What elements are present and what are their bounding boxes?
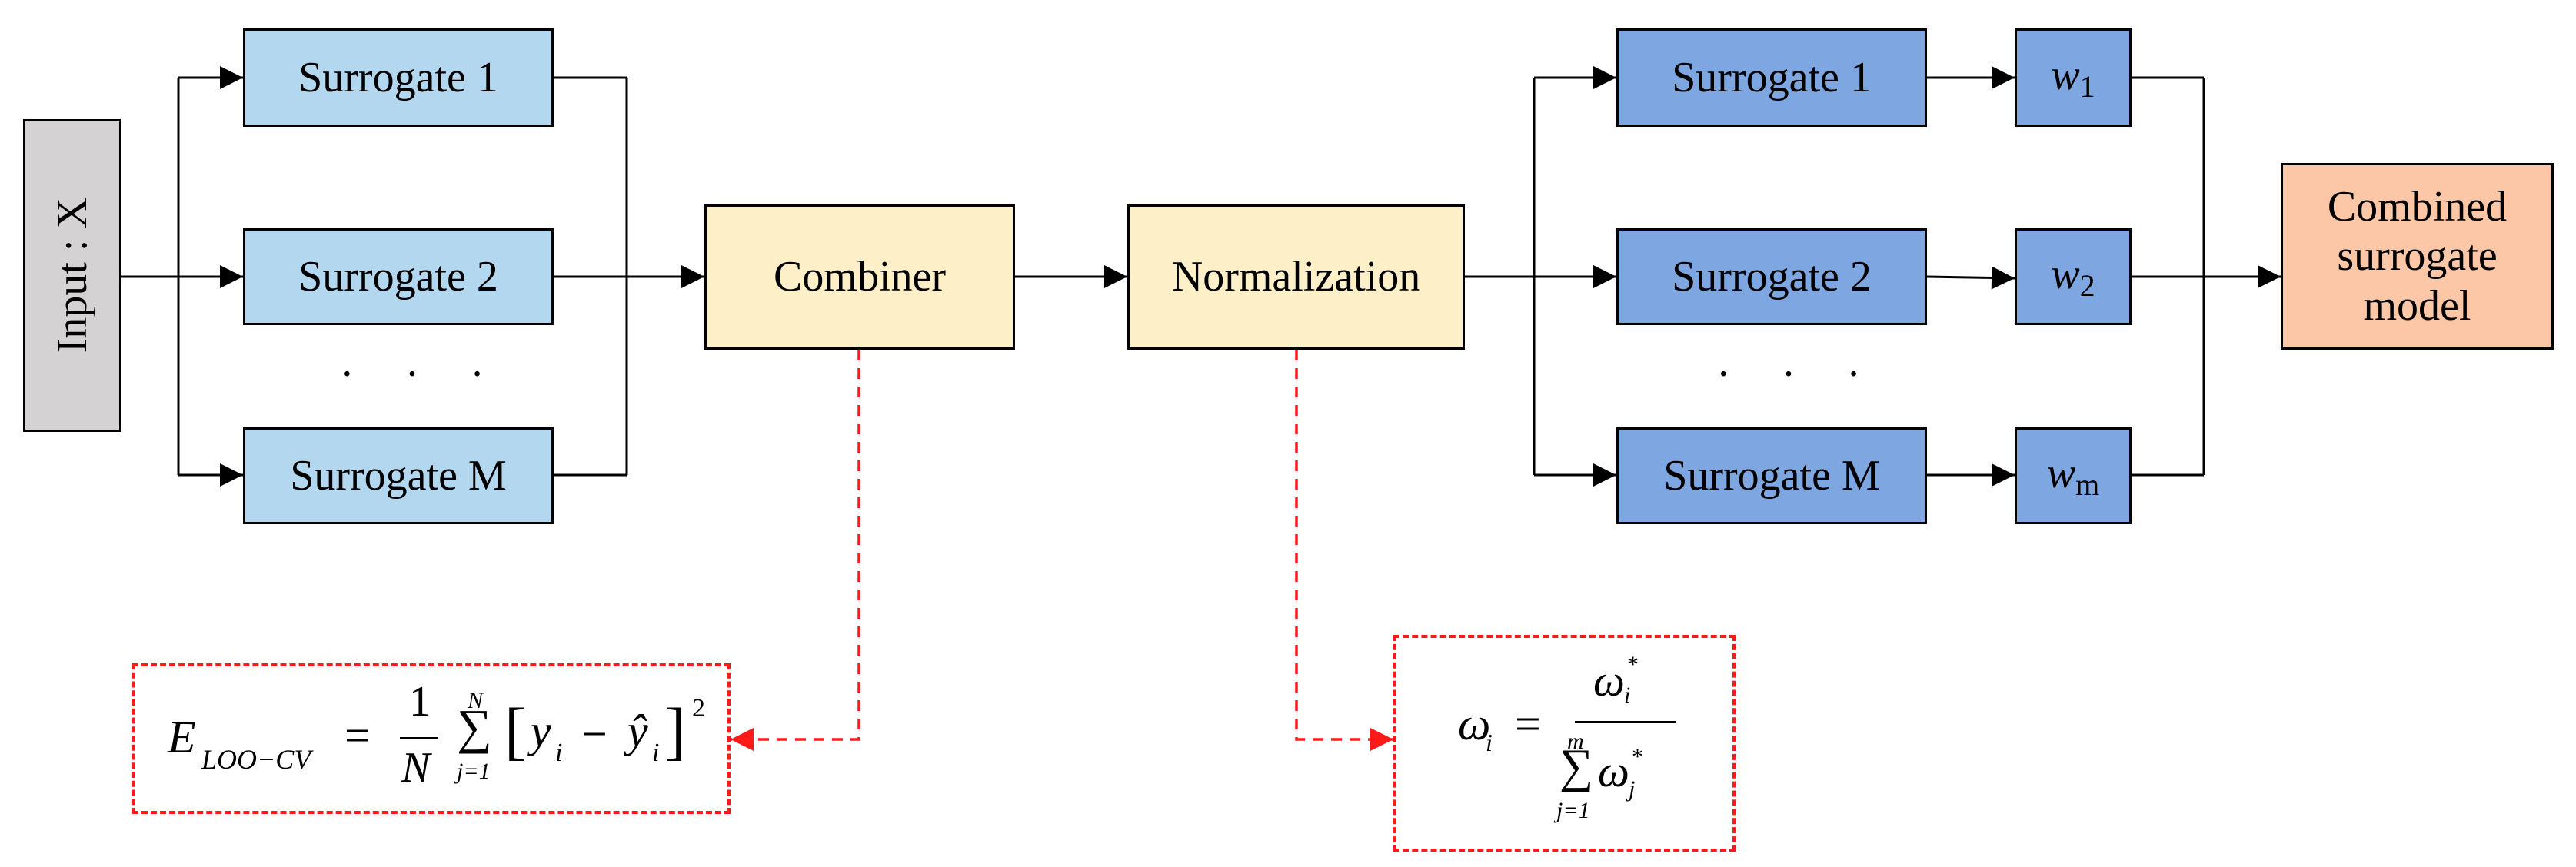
loo-bracket-close: ] [664,696,686,767]
stage2-surrogate-m: Surrogate M [1616,427,1927,524]
stage1-ellipsis: · · · [340,350,504,398]
loo-yhat-sub: i [652,739,660,767]
loo-lhs: E [168,712,196,762]
stage2-surrogate-1-label: Surrogate 1 [1672,53,1872,101]
loo-y-sub: i [555,739,563,767]
stage2-ellipsis: · · · [1716,350,1881,398]
weight-m-sub: m [2075,467,2100,502]
weight-2-sub: 2 [2079,268,2095,303]
stage1-surrogate-m: Surrogate M [243,427,554,524]
loo-frac-den: N [401,744,431,792]
loo-minus: − [581,709,607,759]
norm-sum-upper: m [1567,729,1584,754]
input-label: Input : X [48,198,96,354]
stage1-surrogate-1: Surrogate 1 [243,28,554,127]
norm-sum-lower: j=1 [1556,798,1590,823]
weight-2-symbol: w [2051,251,2080,298]
weight-2: w2 [2015,228,2132,325]
stage1-surrogate-1-label: Surrogate 1 [298,53,498,101]
stage2-surrogate-2-label: Surrogate 2 [1672,252,1872,301]
norm-frac-bar [1575,721,1676,723]
norm-den-sub: j [1629,776,1636,802]
loo-lhs-sub: LOO−CV [201,744,311,775]
loo-power: 2 [692,694,705,722]
loo-equals: = [344,710,371,761]
weight-m-symbol: w [2046,450,2076,497]
loo-frac-num: 1 [409,678,431,726]
norm-lhs-sub: i [1486,729,1493,756]
dashed-link-combiner [731,350,860,751]
norm-sum-symbol: ∑ [1559,740,1594,792]
loo-yhat: ŷ [627,706,648,756]
weight-1-symbol: w [2051,51,2080,99]
stage2-surrogate-m-label: Surrogate M [1663,451,1880,500]
input-box: Input : X [23,119,121,432]
combined-surrogate-box: Combined surrogate model [2281,163,2554,350]
stage1-surrogate-m-label: Surrogate M [290,451,507,500]
formula-loo-cv: E LOO−CV = 1 N N ∑ j=1 [ y i − ŷ i ] 2 [132,663,731,814]
stage2-surrogate-2: Surrogate 2 [1616,228,1927,325]
combined-surrogate-label: Combined surrogate model [2327,182,2508,330]
normalization-label: Normalization [1171,253,1421,301]
dashed-link-normalization [1295,350,1393,751]
loo-frac-bar [400,737,438,739]
loo-sum-lower: j=1 [457,759,491,784]
loo-y: y [531,706,551,756]
weight-1-sub: 1 [2079,69,2095,104]
norm-den-sup: * [1632,744,1643,769]
combiner-box: Combiner [704,204,1015,350]
loo-bracket-open: [ [504,696,526,767]
norm-num: ω [1593,656,1625,706]
weight-1: w1 [2015,28,2132,127]
stage1-surrogate-2: Surrogate 2 [243,228,554,325]
stage2-surrogate-1: Surrogate 1 [1616,28,1927,127]
combiner-label: Combiner [774,253,946,301]
norm-num-sub: i [1624,683,1631,708]
formula-normalization: ω i = ω * i m ∑ j=1 ω * j [1393,635,1736,852]
norm-lhs: ω [1458,699,1491,749]
loo-sum-symbol: ∑ [457,699,492,754]
loo-sum-upper: N [468,688,484,713]
norm-den: ω [1598,746,1629,796]
stage1-surrogate-2-label: Surrogate 2 [298,252,498,301]
normalization-box: Normalization [1127,204,1465,350]
norm-equals: = [1515,699,1541,749]
weight-m: wm [2015,427,2132,524]
norm-num-sup: * [1627,652,1639,677]
